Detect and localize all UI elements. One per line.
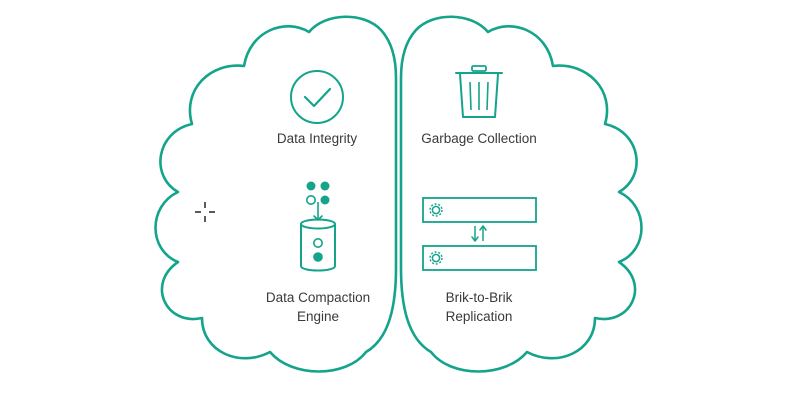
- brik-replication-line-2: Replication: [445, 309, 513, 324]
- garbage-collection-label: Garbage Collection: [404, 129, 554, 148]
- crosshair-cursor-icon: [195, 202, 215, 222]
- server-gear-icon: [429, 203, 443, 217]
- data-compaction-engine-line-1: Data Compaction: [265, 290, 371, 305]
- compaction-cylinder-icon: [300, 181, 336, 272]
- trash-can-icon: [455, 65, 503, 118]
- replication-servers-icon: [422, 197, 537, 271]
- data-compaction-engine-label: Data Compaction Engine: [238, 288, 398, 326]
- data-integrity-label: Data Integrity: [247, 129, 387, 148]
- data-dots-icon: [305, 181, 330, 206]
- data-compaction-engine-line-2: Engine: [296, 309, 340, 324]
- server-gear-icon: [429, 251, 443, 265]
- sync-arrows-icon: [471, 225, 487, 242]
- checkmark-circle-icon: [290, 70, 344, 124]
- brik-replication-label: Brik-to-Brik Replication: [404, 288, 554, 326]
- brik-replication-line-1: Brik-to-Brik: [445, 290, 513, 305]
- data-integrity-text: Data Integrity: [276, 131, 358, 146]
- left-hemisphere-outline: [154, 15, 398, 373]
- garbage-collection-text: Garbage Collection: [421, 131, 537, 146]
- right-hemisphere-outline: [399, 15, 643, 373]
